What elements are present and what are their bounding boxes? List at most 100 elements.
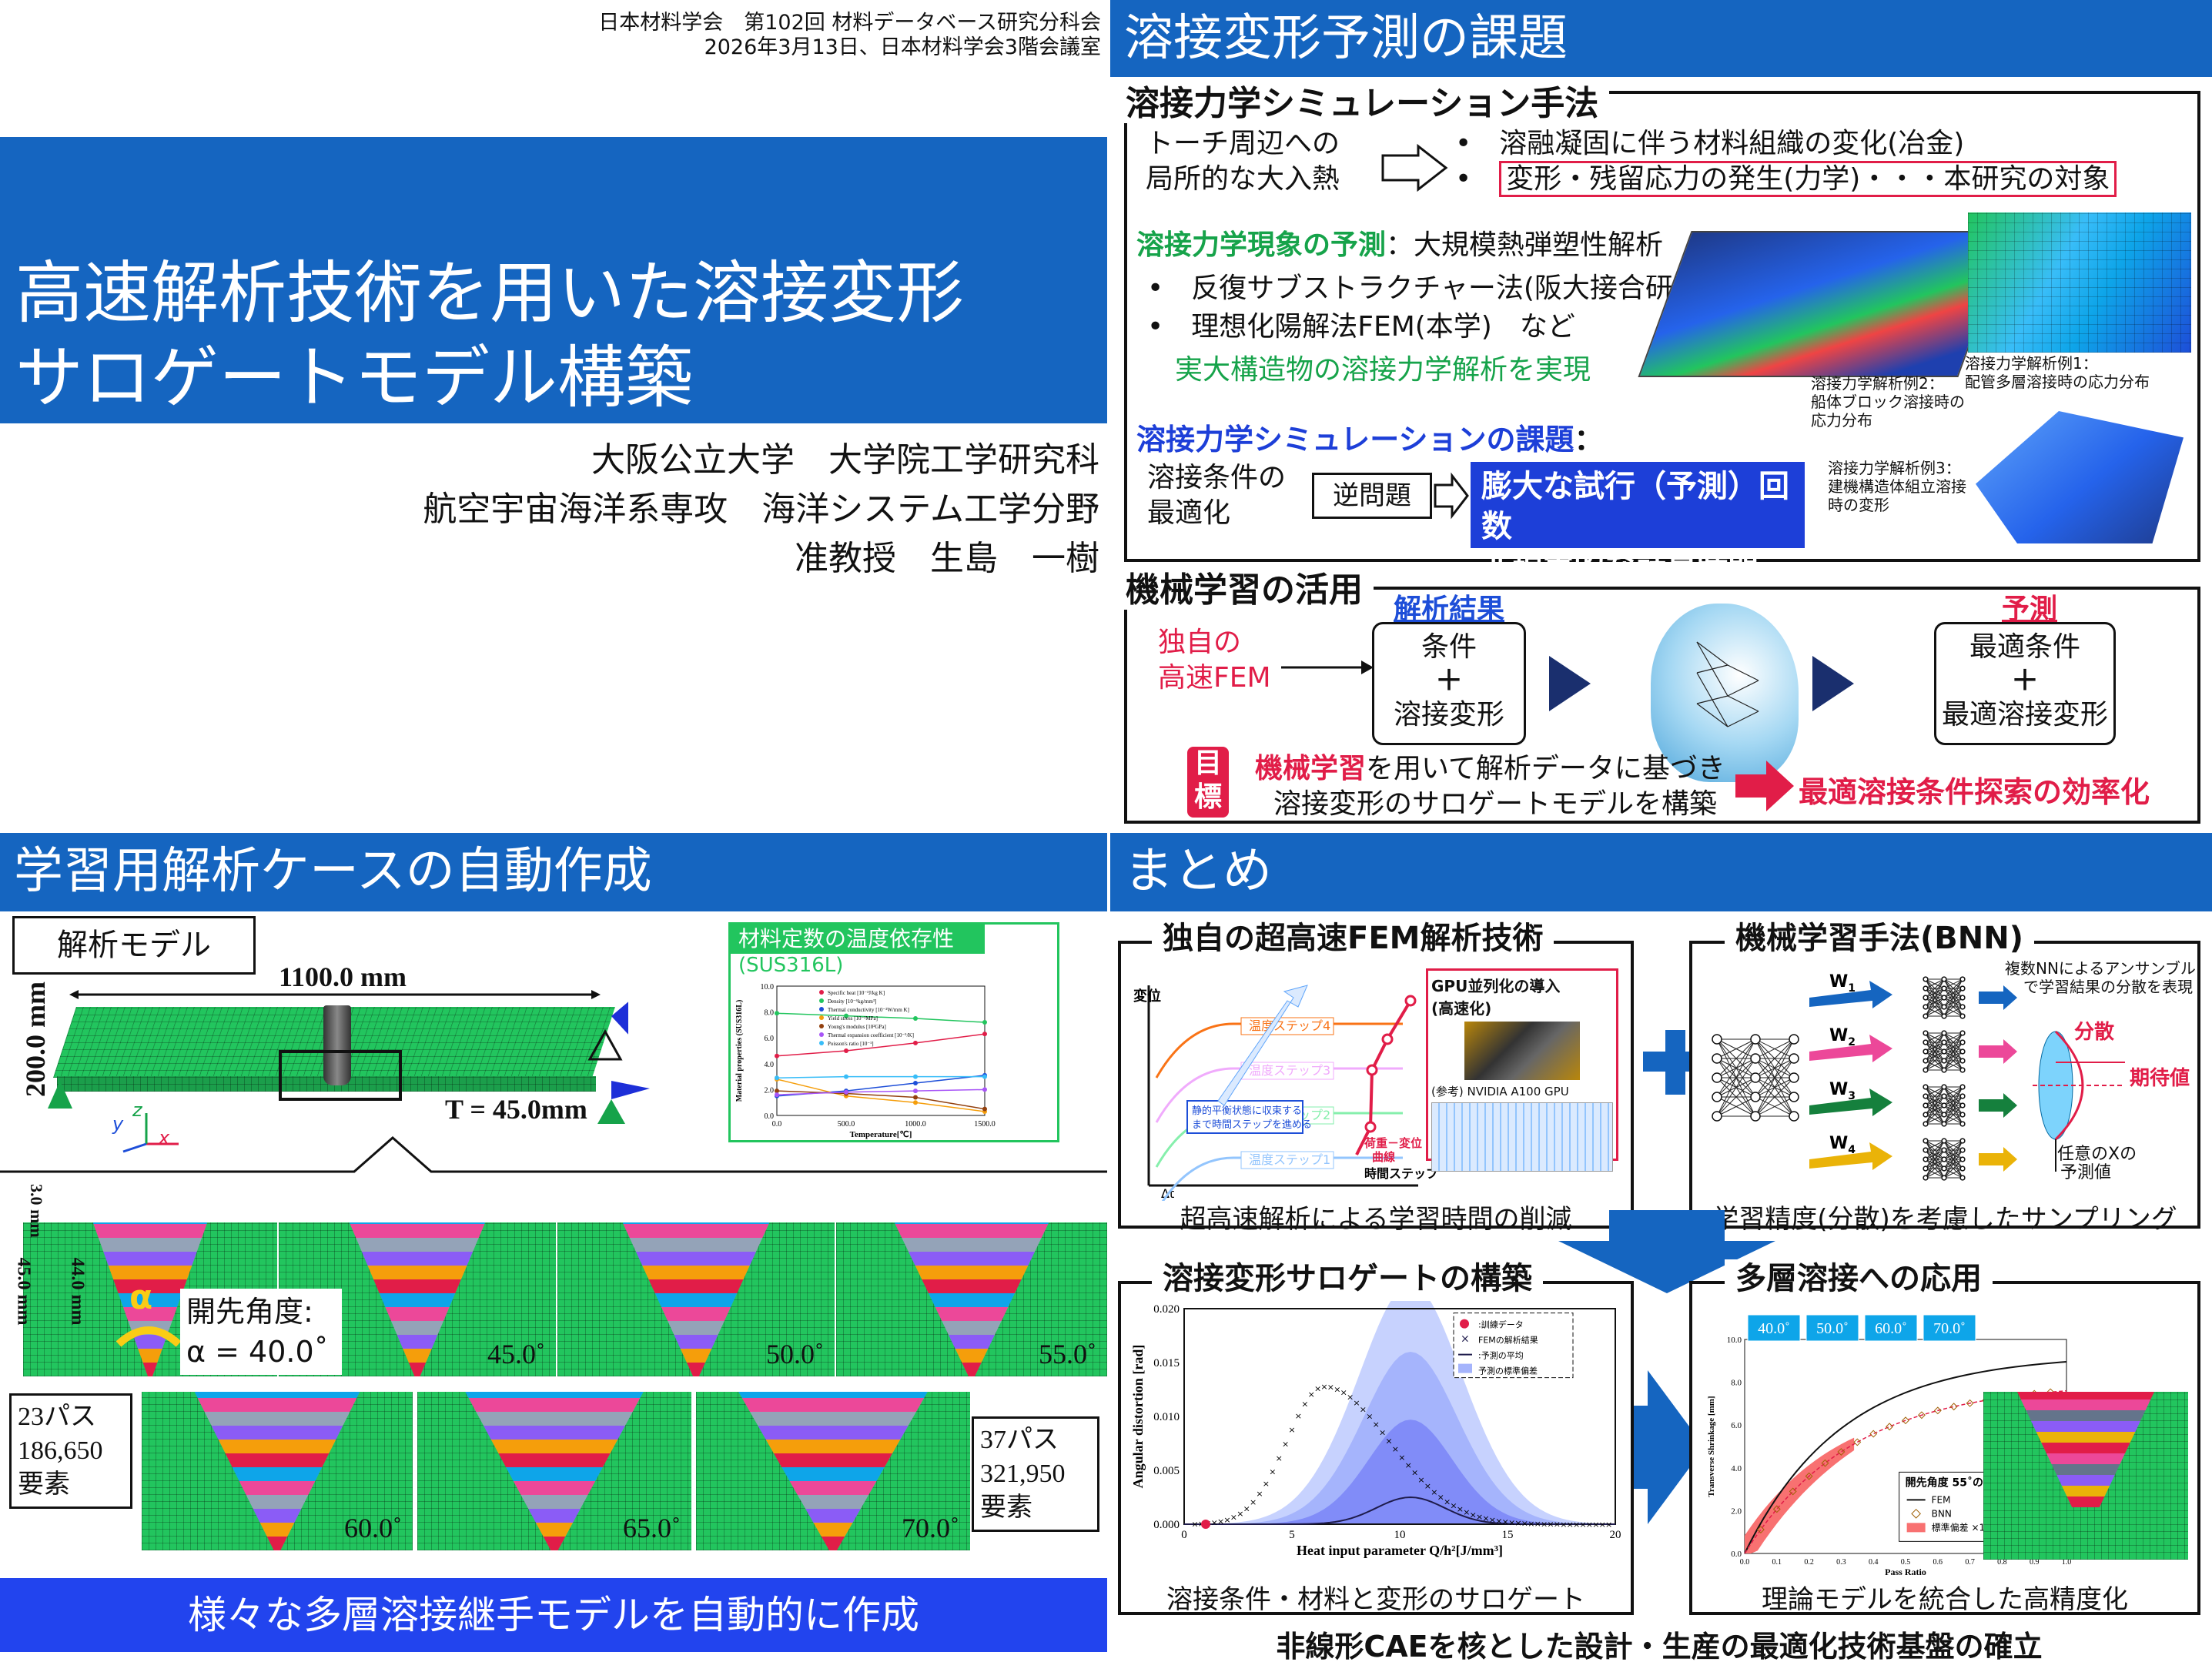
- nn-node: [1941, 1102, 1947, 1109]
- own-fem-label: 独自の高速FEM: [1158, 627, 1271, 694]
- x-tick: 1500.0: [974, 1120, 996, 1129]
- std-band: [1745, 1437, 1855, 1553]
- title-line1: 高速解析技術を用いた溶接変形: [15, 253, 965, 333]
- dim-3mm: 3.0 mm: [27, 1184, 46, 1238]
- variance-label: 分散: [2074, 1021, 2115, 1044]
- gpu-diagram: [1431, 1102, 1613, 1172]
- bnn-point: [1789, 1487, 1797, 1496]
- fem-point: ×: [1592, 1520, 1599, 1530]
- nn-node: [1923, 995, 1929, 1001]
- bnn-point: [1869, 1430, 1878, 1438]
- x-axis-label: Pass Ratio: [1885, 1567, 1926, 1575]
- x-tick: 0.2: [1804, 1558, 1814, 1567]
- nn-edge: [1925, 1032, 1945, 1052]
- nn-node: [1941, 985, 1947, 992]
- nn-edge: [1943, 1051, 1963, 1071]
- nn-node: [1750, 1034, 1761, 1045]
- nn-edge: [1925, 1006, 1945, 1017]
- section-heading-auto-cases: 学習用解析ケースの自動作成: [0, 833, 1107, 911]
- method-list: • 反復サブストラクチャー法(阪大接合研) • 理想化陽解法FEM(本学) など: [1147, 269, 1684, 346]
- groove-angle-label: 70.0˚: [902, 1513, 959, 1543]
- bnn-caption: 学習精度(分散)を考慮したサンプリング: [1712, 1204, 2177, 1235]
- y-tick: 0.0: [765, 1112, 775, 1121]
- material-point: [913, 1040, 918, 1045]
- weld-bead-layers: [622, 1222, 770, 1376]
- weld-bead-layers: [894, 1222, 1049, 1376]
- fem-point: ×: [1586, 1520, 1593, 1530]
- fem-point: ×: [1489, 1515, 1496, 1525]
- fem-point: ×: [1288, 1425, 1295, 1435]
- fem-point: ×: [1444, 1497, 1451, 1507]
- nn-edge: [1925, 978, 1945, 1017]
- nn-node: [1941, 1138, 1947, 1144]
- nn-edge: [1925, 1032, 1945, 1071]
- nn-edge: [1943, 1086, 1963, 1115]
- nn-node: [1750, 1111, 1761, 1122]
- nn-edge: [1943, 997, 1963, 1017]
- axis-x-label: x: [159, 1127, 170, 1149]
- groove-model-panel: 65.0˚: [417, 1392, 691, 1550]
- thin-arrow-icon: [1281, 660, 1374, 674]
- length-arrow: [69, 990, 601, 999]
- optimization-text: 溶接条件の最適化: [1147, 462, 1287, 529]
- efficiency-text: 最適溶接条件探索の効率化: [1799, 775, 2150, 809]
- nn-node: [1923, 1039, 1929, 1045]
- nn-node: [1941, 1093, 1947, 1099]
- nn-node: [1959, 1048, 1966, 1055]
- legend-marker: [819, 1007, 824, 1012]
- arrow-icon: [1812, 656, 1854, 711]
- bnn-point: [1966, 1399, 1974, 1407]
- fast-fem-caption: 超高速解析による学習時間の削減: [1180, 1204, 1572, 1235]
- output-arrow: [1979, 985, 2017, 1010]
- arrow-icon: [1549, 656, 1591, 711]
- fem-point: ×: [1320, 1382, 1327, 1392]
- width-dimension: 200.0 mm: [20, 981, 51, 1097]
- nn-edge: [1925, 1168, 1945, 1179]
- prediction-mean-line: [1184, 1496, 1615, 1525]
- nn-edge: [1716, 1038, 1756, 1098]
- ship-block-image: [1638, 231, 2012, 377]
- nn-node: [1923, 1112, 1929, 1118]
- nn-edge: [1943, 1114, 1963, 1125]
- nn-edge: [1755, 1077, 1795, 1117]
- nn-node: [1923, 1175, 1929, 1181]
- y-tick: 4.0: [1731, 1464, 1742, 1473]
- nn-node: [1941, 1004, 1947, 1010]
- down-arrow-icon: [1558, 1210, 1775, 1293]
- legend-title: 開先角度 55˚の予測: [1906, 1476, 2005, 1489]
- material-chart-title: 材料定数の温度依存性: [731, 925, 985, 954]
- nn-edge: [1943, 1095, 1963, 1125]
- material-point: [775, 1075, 779, 1081]
- nn-edge: [1925, 1105, 1945, 1125]
- material-point: [775, 1011, 779, 1016]
- nn-edge: [1716, 1058, 1756, 1117]
- nn-edge: [1755, 1038, 1795, 1078]
- optimal-box: 最適条件＋最適溶接変形: [1934, 622, 2116, 745]
- nn-node: [1941, 1067, 1947, 1073]
- nn-edge: [1943, 988, 1963, 1017]
- weld-bead-layers: [465, 1392, 644, 1550]
- fem-point: ×: [1308, 1389, 1315, 1399]
- bnn-point: [1756, 1526, 1765, 1533]
- nn-node: [1923, 1121, 1929, 1127]
- fem-point: ×: [1373, 1420, 1380, 1430]
- fem-point: ×: [1470, 1510, 1477, 1520]
- nn-node: [1923, 1058, 1929, 1064]
- final-conclusion: 非線形CAEを核とした設計・生産の最適化技術基盤の確立: [1276, 1630, 2043, 1662]
- angle-chip-label: 50.0˚: [1816, 1320, 1849, 1337]
- nn-node: [1923, 1048, 1929, 1055]
- prediction-label: 溶接力学現象の予測: [1136, 229, 1387, 261]
- nn-node: [1712, 1034, 1722, 1045]
- material-point: [844, 1048, 848, 1053]
- any-x-label: 任意のXの予測値: [2057, 1145, 2137, 1182]
- groove-angle-label: 50.0˚: [766, 1339, 824, 1369]
- boundary-constraint-icon: [587, 1001, 628, 1061]
- legend-entry: FEM: [1932, 1494, 1951, 1505]
- y-tick: 4.0: [765, 1061, 775, 1069]
- nn-node: [1789, 1034, 1799, 1045]
- bnn-point: [1949, 1403, 1958, 1411]
- angle-chip: [1923, 1314, 1976, 1342]
- surrogate-caption: 溶接条件・材料と変形のサロゲート: [1166, 1584, 1585, 1615]
- legend-entry: Thermal conductivity [10⁻²W/mm K]: [828, 1007, 909, 1013]
